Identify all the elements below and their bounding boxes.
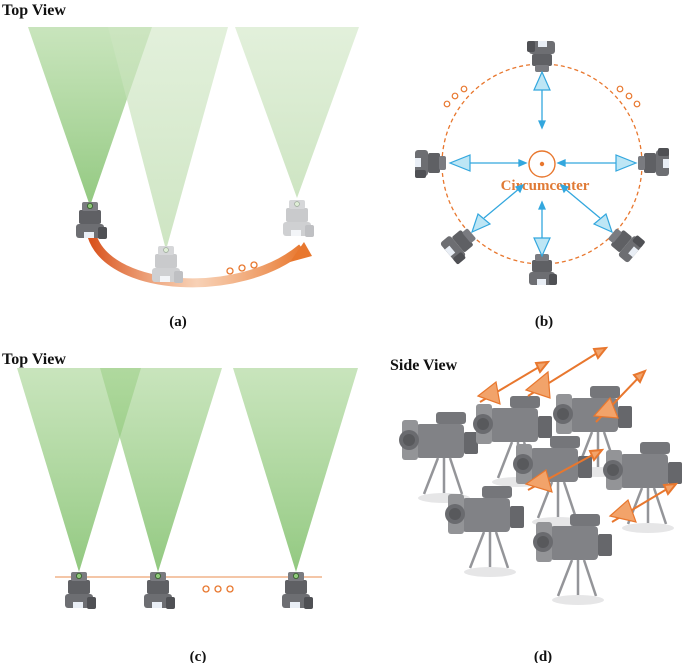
panel-b-caption: (b) — [535, 314, 553, 330]
panel-a-caption: (a) — [169, 314, 187, 330]
view-cone-icon — [533, 70, 551, 91]
circumcenter-point — [539, 161, 545, 167]
trajectory-arrowhead — [290, 242, 312, 262]
camera-bottom — [529, 237, 557, 285]
camera-icon — [638, 148, 669, 176]
video-camera-icon — [443, 484, 526, 579]
panel-b: Circumcenter — [415, 41, 669, 330]
view-direction-arrows — [476, 346, 679, 523]
fov-frustum-3 — [235, 27, 359, 198]
panel-d-caption: (d) — [534, 649, 552, 663]
camera-icon — [75, 201, 108, 240]
camera-icon — [282, 199, 315, 238]
fov-frustum-3 — [233, 368, 358, 572]
view-cone-icon — [615, 154, 638, 172]
camera-cluster — [397, 384, 684, 607]
panel-a-heading: Top View — [2, 2, 66, 19]
camera-icon — [529, 254, 557, 285]
video-camera-icon — [511, 434, 594, 529]
view-cone-icon — [471, 212, 492, 234]
circumcenter-label: Circumcenter — [501, 178, 590, 194]
camera-top — [527, 41, 555, 91]
view-arrows — [470, 90, 616, 238]
view-cone-icon — [592, 212, 613, 234]
panel-d-heading: Side View — [390, 357, 458, 374]
camera-icon — [151, 245, 184, 284]
fov-frustum-2 — [100, 368, 222, 572]
panel-c: Top View (c) — [2, 351, 358, 663]
video-camera-icon — [531, 512, 614, 607]
panel-a: Top View (a) — [2, 2, 359, 330]
video-camera-icon — [397, 410, 480, 505]
panel-c-heading: Top View — [2, 351, 66, 368]
camera-left — [415, 150, 471, 178]
panel-c-caption: (c) — [190, 649, 207, 663]
camera-lower-left — [439, 212, 492, 265]
ellipsis-dots — [226, 261, 258, 275]
camera-lower-right — [592, 212, 646, 264]
ellipsis-dots — [443, 85, 641, 108]
fov-frustum-2 — [108, 27, 228, 250]
circumcenter-marker — [528, 150, 556, 178]
camera-icon — [415, 150, 446, 178]
camera-icon — [527, 41, 555, 72]
view-cone-icon — [533, 237, 551, 258]
panel-d: Side View (d) — [390, 346, 684, 663]
trajectory-arc — [87, 234, 305, 288]
view-cone-icon — [448, 154, 471, 172]
camera-right — [615, 148, 669, 176]
ellipsis-dots — [202, 585, 234, 593]
fov-frustum-1 — [17, 368, 141, 572]
